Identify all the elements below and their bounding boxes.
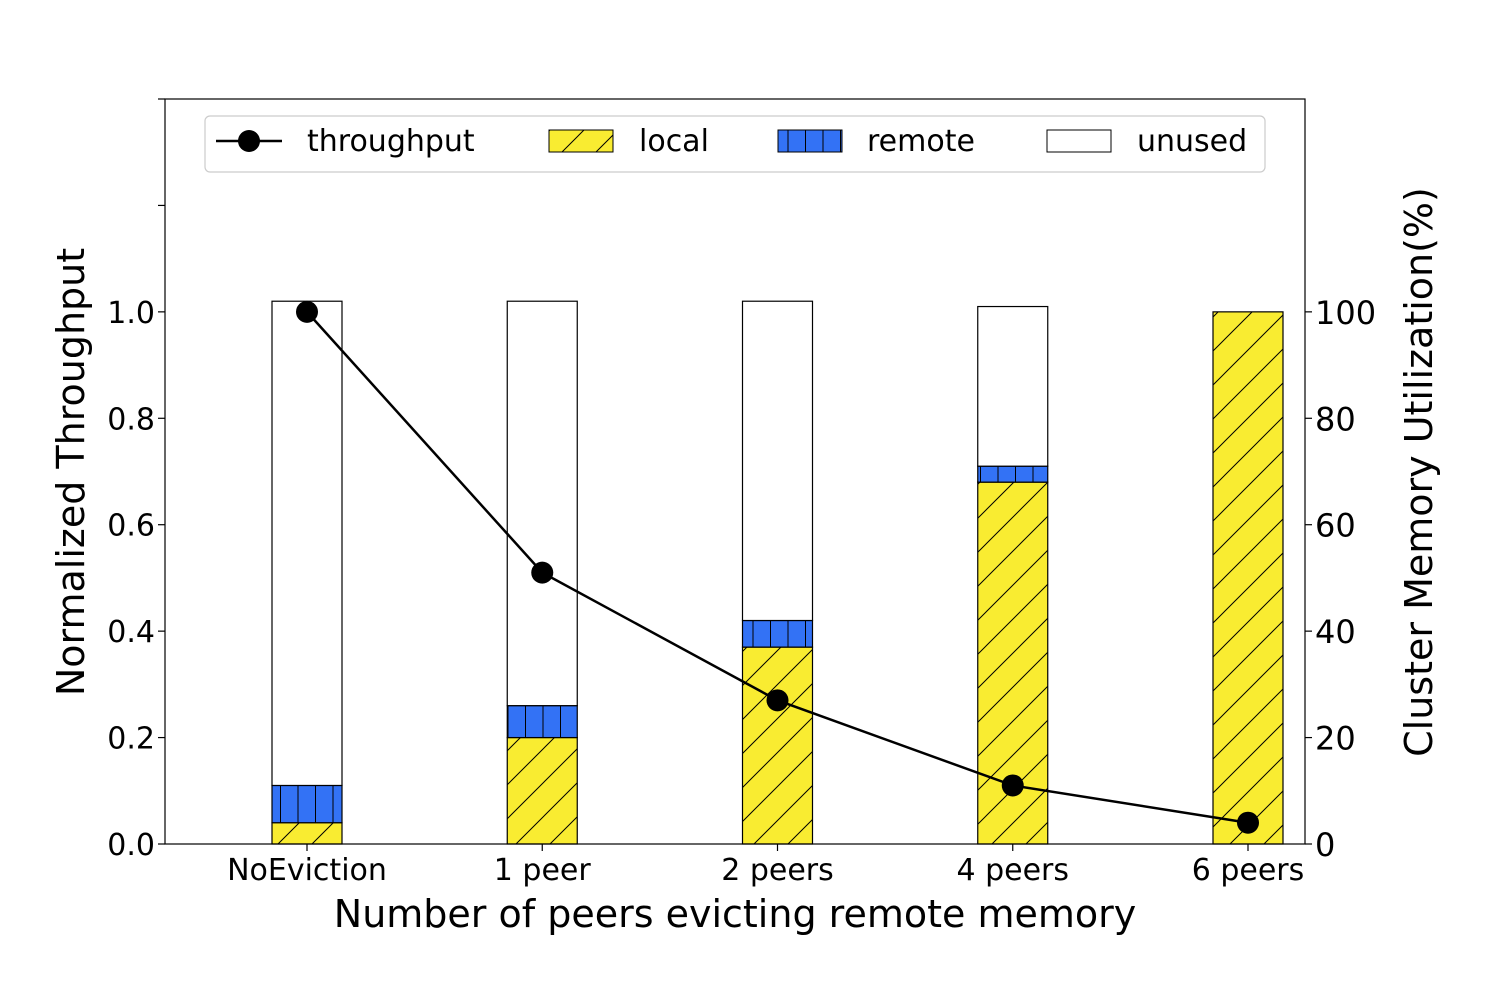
legend-label-throughput: throughput: [307, 124, 475, 159]
x-tick-label-2: 2 peers: [721, 853, 834, 888]
throughput-point-0: [296, 300, 318, 323]
right-tick-label-3: 60: [1315, 507, 1356, 545]
left-tick-label-4: 0.8: [107, 402, 155, 437]
right-tick-label-4: 80: [1315, 400, 1356, 438]
bar-local-1: [506, 736, 578, 845]
legend-swatch-remote: [777, 129, 843, 153]
x-tick-label-3: 4 peers: [956, 853, 1069, 888]
plot-frame: [164, 98, 1306, 845]
right-tick-label-2: 40: [1315, 613, 1356, 651]
left-tick-label-3: 0.6: [107, 509, 155, 544]
legend-swatch-unused: [1046, 129, 1112, 153]
throughput-line-layer: [296, 300, 1259, 834]
x-tick-label-1: 1 peer: [494, 853, 592, 888]
bar-unused-3: [977, 305, 1049, 467]
throughput-point-2: [766, 689, 789, 712]
legend-label-local: local: [639, 124, 709, 159]
bar-remote-2: [741, 619, 814, 648]
x-tick-label-4: 6 peers: [1192, 853, 1305, 888]
left-tick-label-5: 1.0: [107, 296, 155, 331]
throughput-point-4: [1237, 811, 1259, 834]
legend-box: [204, 115, 1266, 173]
bar-unused-0: [271, 300, 343, 787]
bar-unused-2: [741, 300, 814, 622]
right-tick-label-5: 100: [1315, 294, 1376, 332]
y-axis-label-right: Cluster Memory Utilization(%): [1397, 187, 1441, 757]
bar-local-4: [1212, 311, 1284, 845]
right-tick-label-0: 0: [1315, 826, 1335, 864]
throughput-point-1: [531, 561, 554, 584]
left-tick-label-1: 0.2: [107, 722, 155, 757]
right-tick-label-1: 20: [1315, 720, 1356, 758]
x-tick-label-0: NoEviction: [227, 853, 387, 888]
bar-remote-3: [977, 465, 1049, 483]
legend-swatch-local: [548, 129, 614, 153]
legend-throughput-marker: [238, 130, 260, 152]
legend: throughput local remote unused: [204, 115, 1266, 173]
bar-remote-1: [506, 705, 578, 739]
legend-label-unused: unused: [1137, 124, 1247, 159]
bars-layer: [271, 300, 1284, 845]
bar-remote-0: [271, 784, 343, 824]
left-tick-label-2: 0.4: [107, 615, 155, 650]
x-axis: NoEviction 1 peer 2 peers 4 peers 6 peers: [227, 844, 1304, 888]
bar-local-0: [271, 822, 343, 845]
bar-local-2: [741, 646, 814, 845]
right-axis: 0 20 40 60 80 100: [1305, 294, 1376, 864]
bar-unused-1: [506, 300, 578, 707]
x-axis-label: Number of peers evicting remote memory: [334, 892, 1136, 936]
left-axis: 0.0 0.2 0.4 0.6 0.8 1.0: [107, 98, 165, 863]
y-axis-label-left: Normalized Throughput: [49, 248, 93, 696]
legend-label-remote: remote: [867, 124, 975, 159]
throughput-point-3: [1001, 774, 1024, 797]
left-tick-label-0: 0.0: [107, 828, 155, 863]
